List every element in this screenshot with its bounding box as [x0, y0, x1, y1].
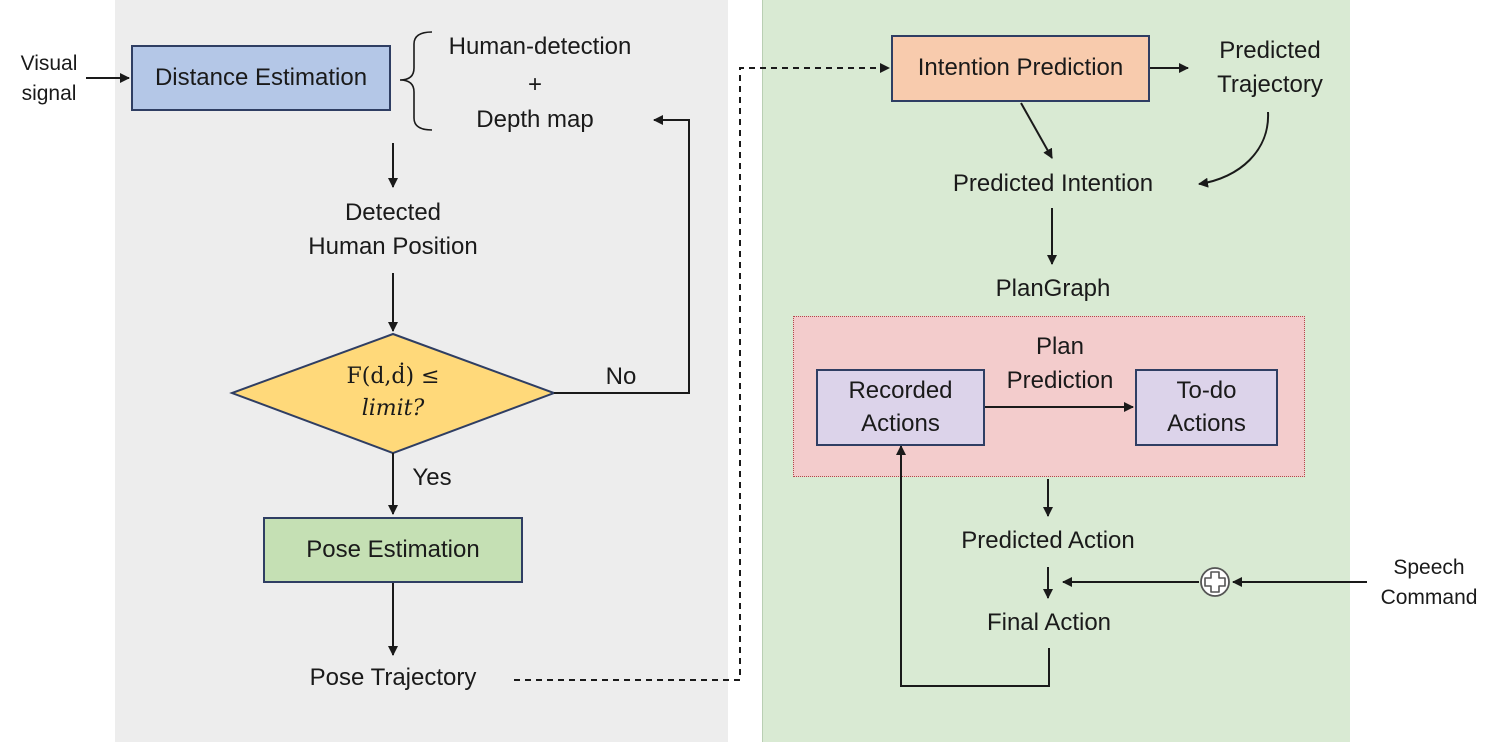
dashed-link-trajectory-to-intention: [514, 63, 890, 681]
pose-estimation-box: Pose Estimation: [263, 517, 523, 583]
yes-label: Yes: [412, 464, 452, 491]
visual-signal-label: Visual signal: [20, 52, 78, 106]
todo-actions-box: To-do Actions: [1135, 369, 1278, 446]
intention-prediction-box: Intention Prediction: [891, 35, 1150, 102]
recorded-actions-line1: Recorded: [848, 377, 953, 405]
recorded-actions-box: Recorded Actions: [816, 369, 985, 446]
predicted-intention-label: Predicted Intention: [952, 170, 1154, 197]
final-action-label: Final Action: [986, 609, 1112, 636]
recorded-actions-line2: Actions: [861, 409, 940, 437]
depth-map-label: Depth map: [476, 106, 594, 133]
arrow-no-loop: [554, 115, 690, 394]
distance-estimation-box: Distance Estimation: [131, 45, 391, 111]
speech-command-label: Speech Command: [1380, 556, 1478, 610]
arrow-trajectory-to-intention: [1198, 111, 1270, 188]
condition-label: F(d,ḋ) ≤ limit?: [346, 364, 440, 421]
circled-plus-icon: [1200, 567, 1230, 597]
arrow-final-feedback: [896, 445, 1050, 687]
todo-actions-line2: Actions: [1167, 409, 1246, 437]
predicted-trajectory-label: Predicted Trajectory: [1217, 37, 1323, 98]
distance-estimation-label: Distance Estimation: [154, 63, 368, 91]
arrow-intention-to-predicted-intention: [1020, 102, 1053, 159]
human-detection-label: Human-detection: [448, 33, 632, 60]
plangraph-label: PlanGraph: [995, 275, 1111, 302]
plan-prediction-label: Plan Prediction: [1006, 333, 1114, 394]
brace-icon: [399, 31, 433, 131]
intention-prediction-label: Intention Prediction: [917, 54, 1124, 82]
pose-estimation-label: Pose Estimation: [306, 535, 480, 563]
predicted-action-label: Predicted Action: [961, 527, 1135, 554]
pose-trajectory-label: Pose Trajectory: [309, 664, 477, 691]
todo-actions-line1: To-do: [1176, 377, 1237, 405]
no-label: No: [605, 363, 637, 390]
plus-label: +: [527, 71, 542, 98]
detected-human-position-label: Detected Human Position: [308, 199, 478, 260]
